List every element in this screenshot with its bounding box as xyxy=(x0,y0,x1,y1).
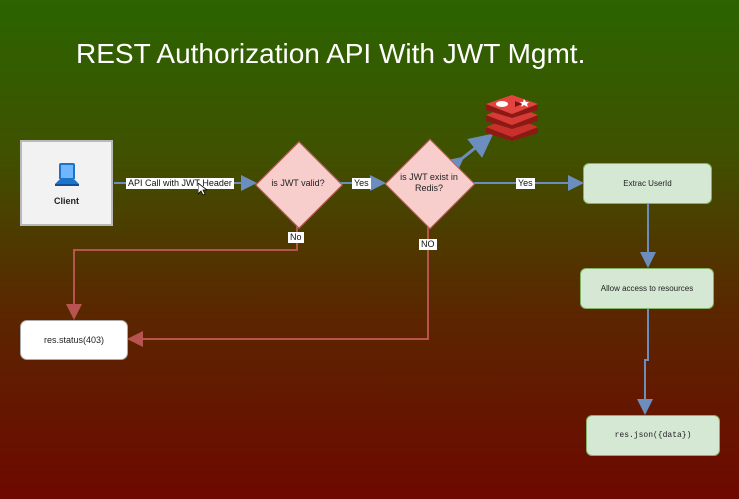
diagram-title: REST Authorization API With JWT Mgmt. xyxy=(76,38,586,69)
laptop-icon xyxy=(54,163,79,186)
client-label: Client xyxy=(53,196,79,206)
edge-allow-to-json xyxy=(637,309,653,415)
res-403-node: res.status(403) xyxy=(20,320,128,360)
edge-label-yes-1: Yes xyxy=(352,178,371,189)
edge-label-api-call: API Call with JWT Header xyxy=(126,178,234,189)
edge-label-yes-2: Yes xyxy=(516,178,535,189)
extract-userid-node: Extrac UserId xyxy=(583,163,712,204)
edge-label-no-2: NO xyxy=(419,239,437,250)
edge-label-no-1: No xyxy=(288,232,304,243)
decision-jwt-valid-label: is JWT valid? xyxy=(271,177,325,188)
res-json-node: res.json({data}) xyxy=(586,415,720,456)
mouse-cursor-icon xyxy=(198,183,207,196)
edge-missing-to-403 xyxy=(127,226,429,347)
edge-invalid-to-403 xyxy=(66,226,298,320)
allow-access-node: Allow access to resources xyxy=(580,268,714,309)
redis-icon xyxy=(486,95,538,141)
edge-redis-cache-link xyxy=(438,133,494,181)
decision-jwt-in-redis-label: is JWT exist in Redis? xyxy=(400,172,458,193)
client-node: Client xyxy=(20,140,113,226)
